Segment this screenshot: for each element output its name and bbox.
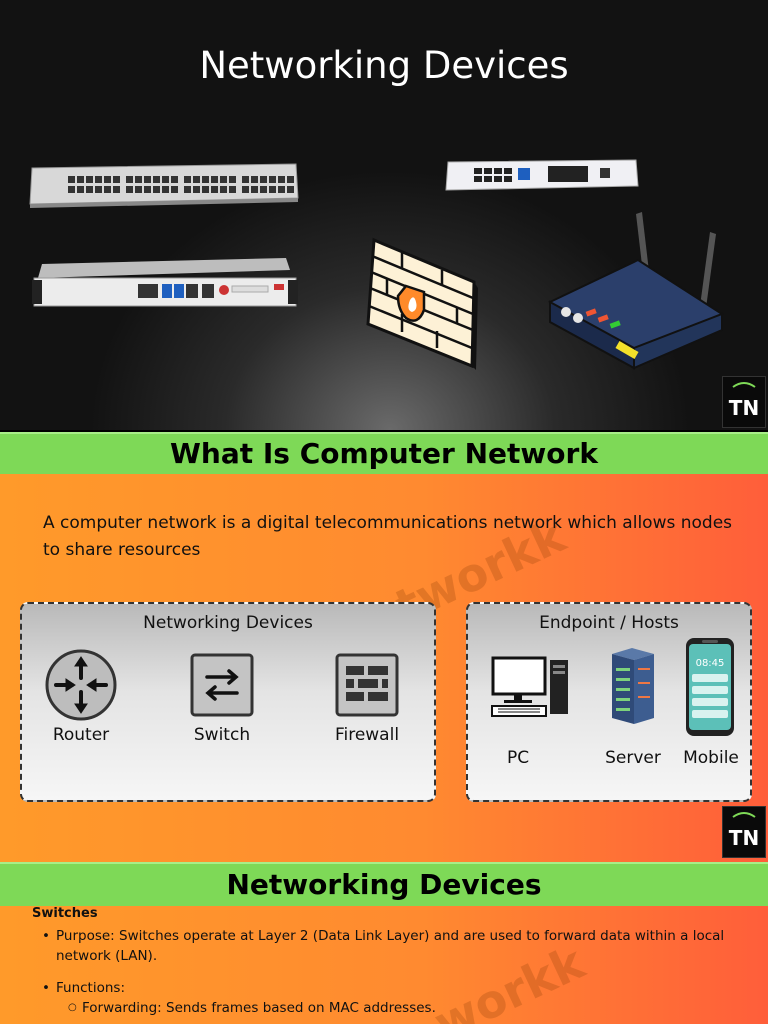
svg-text:TN: TN	[729, 396, 759, 420]
section-heading-networking-devices: Networking Devices	[0, 862, 768, 908]
server-label: Server	[605, 748, 661, 768]
brand-logo: TN	[722, 806, 766, 858]
brand-logo: TN	[722, 376, 766, 428]
endpoint-hosts-card: Endpoint / Hosts PC	[466, 602, 752, 802]
card-title: Endpoint / Hosts	[539, 613, 679, 633]
purpose-item: Purpose: Switches operate at Layer 2 (Da…	[42, 926, 732, 966]
wireless-router-image	[548, 212, 724, 370]
section-heading-what-is-network: What Is Computer Network	[0, 432, 768, 476]
branch-router-image	[445, 159, 639, 191]
switch-icon	[189, 652, 255, 722]
switches-subheading: Switches	[32, 906, 98, 921]
functions-item: Functions:	[42, 978, 732, 998]
firewall-wall-image	[366, 237, 478, 370]
router-label: Router	[52, 725, 110, 745]
switches-section: workk Switches Purpose: Switches operate…	[0, 906, 768, 1024]
computer-network-section: tworkk A computer network is a digital t…	[0, 474, 768, 862]
hero-title: Networking Devices	[199, 44, 569, 87]
server-icon	[606, 646, 660, 730]
network-definition: A computer network is a digital telecomm…	[43, 513, 733, 560]
firewall-label: Firewall	[334, 725, 400, 745]
svg-text:TN: TN	[729, 826, 759, 850]
hero-banner: Networking Devices	[0, 0, 768, 430]
brand-logo-icon: TN	[729, 812, 759, 850]
switches-list: Purpose: Switches operate at Layer 2 (Da…	[42, 926, 732, 1018]
brand-logo-icon: TN	[729, 382, 759, 420]
pc-label: PC	[506, 748, 530, 768]
switch-label: Switch	[193, 725, 251, 745]
networking-devices-card: Networking Devices Router	[20, 602, 436, 802]
firewall-icon	[334, 652, 400, 722]
rack-switch-image	[29, 163, 299, 208]
mobile-label: Mobile	[683, 748, 739, 768]
router-icon	[44, 648, 118, 726]
pc-icon	[490, 656, 572, 722]
load-balancer-image	[32, 258, 298, 307]
card-title: Networking Devices	[143, 613, 313, 633]
function-sub-item: Forwarding: Sends frames based on MAC ad…	[42, 998, 732, 1018]
mobile-icon: 08:45	[684, 636, 736, 744]
mobile-clock: 08:45	[696, 658, 725, 669]
